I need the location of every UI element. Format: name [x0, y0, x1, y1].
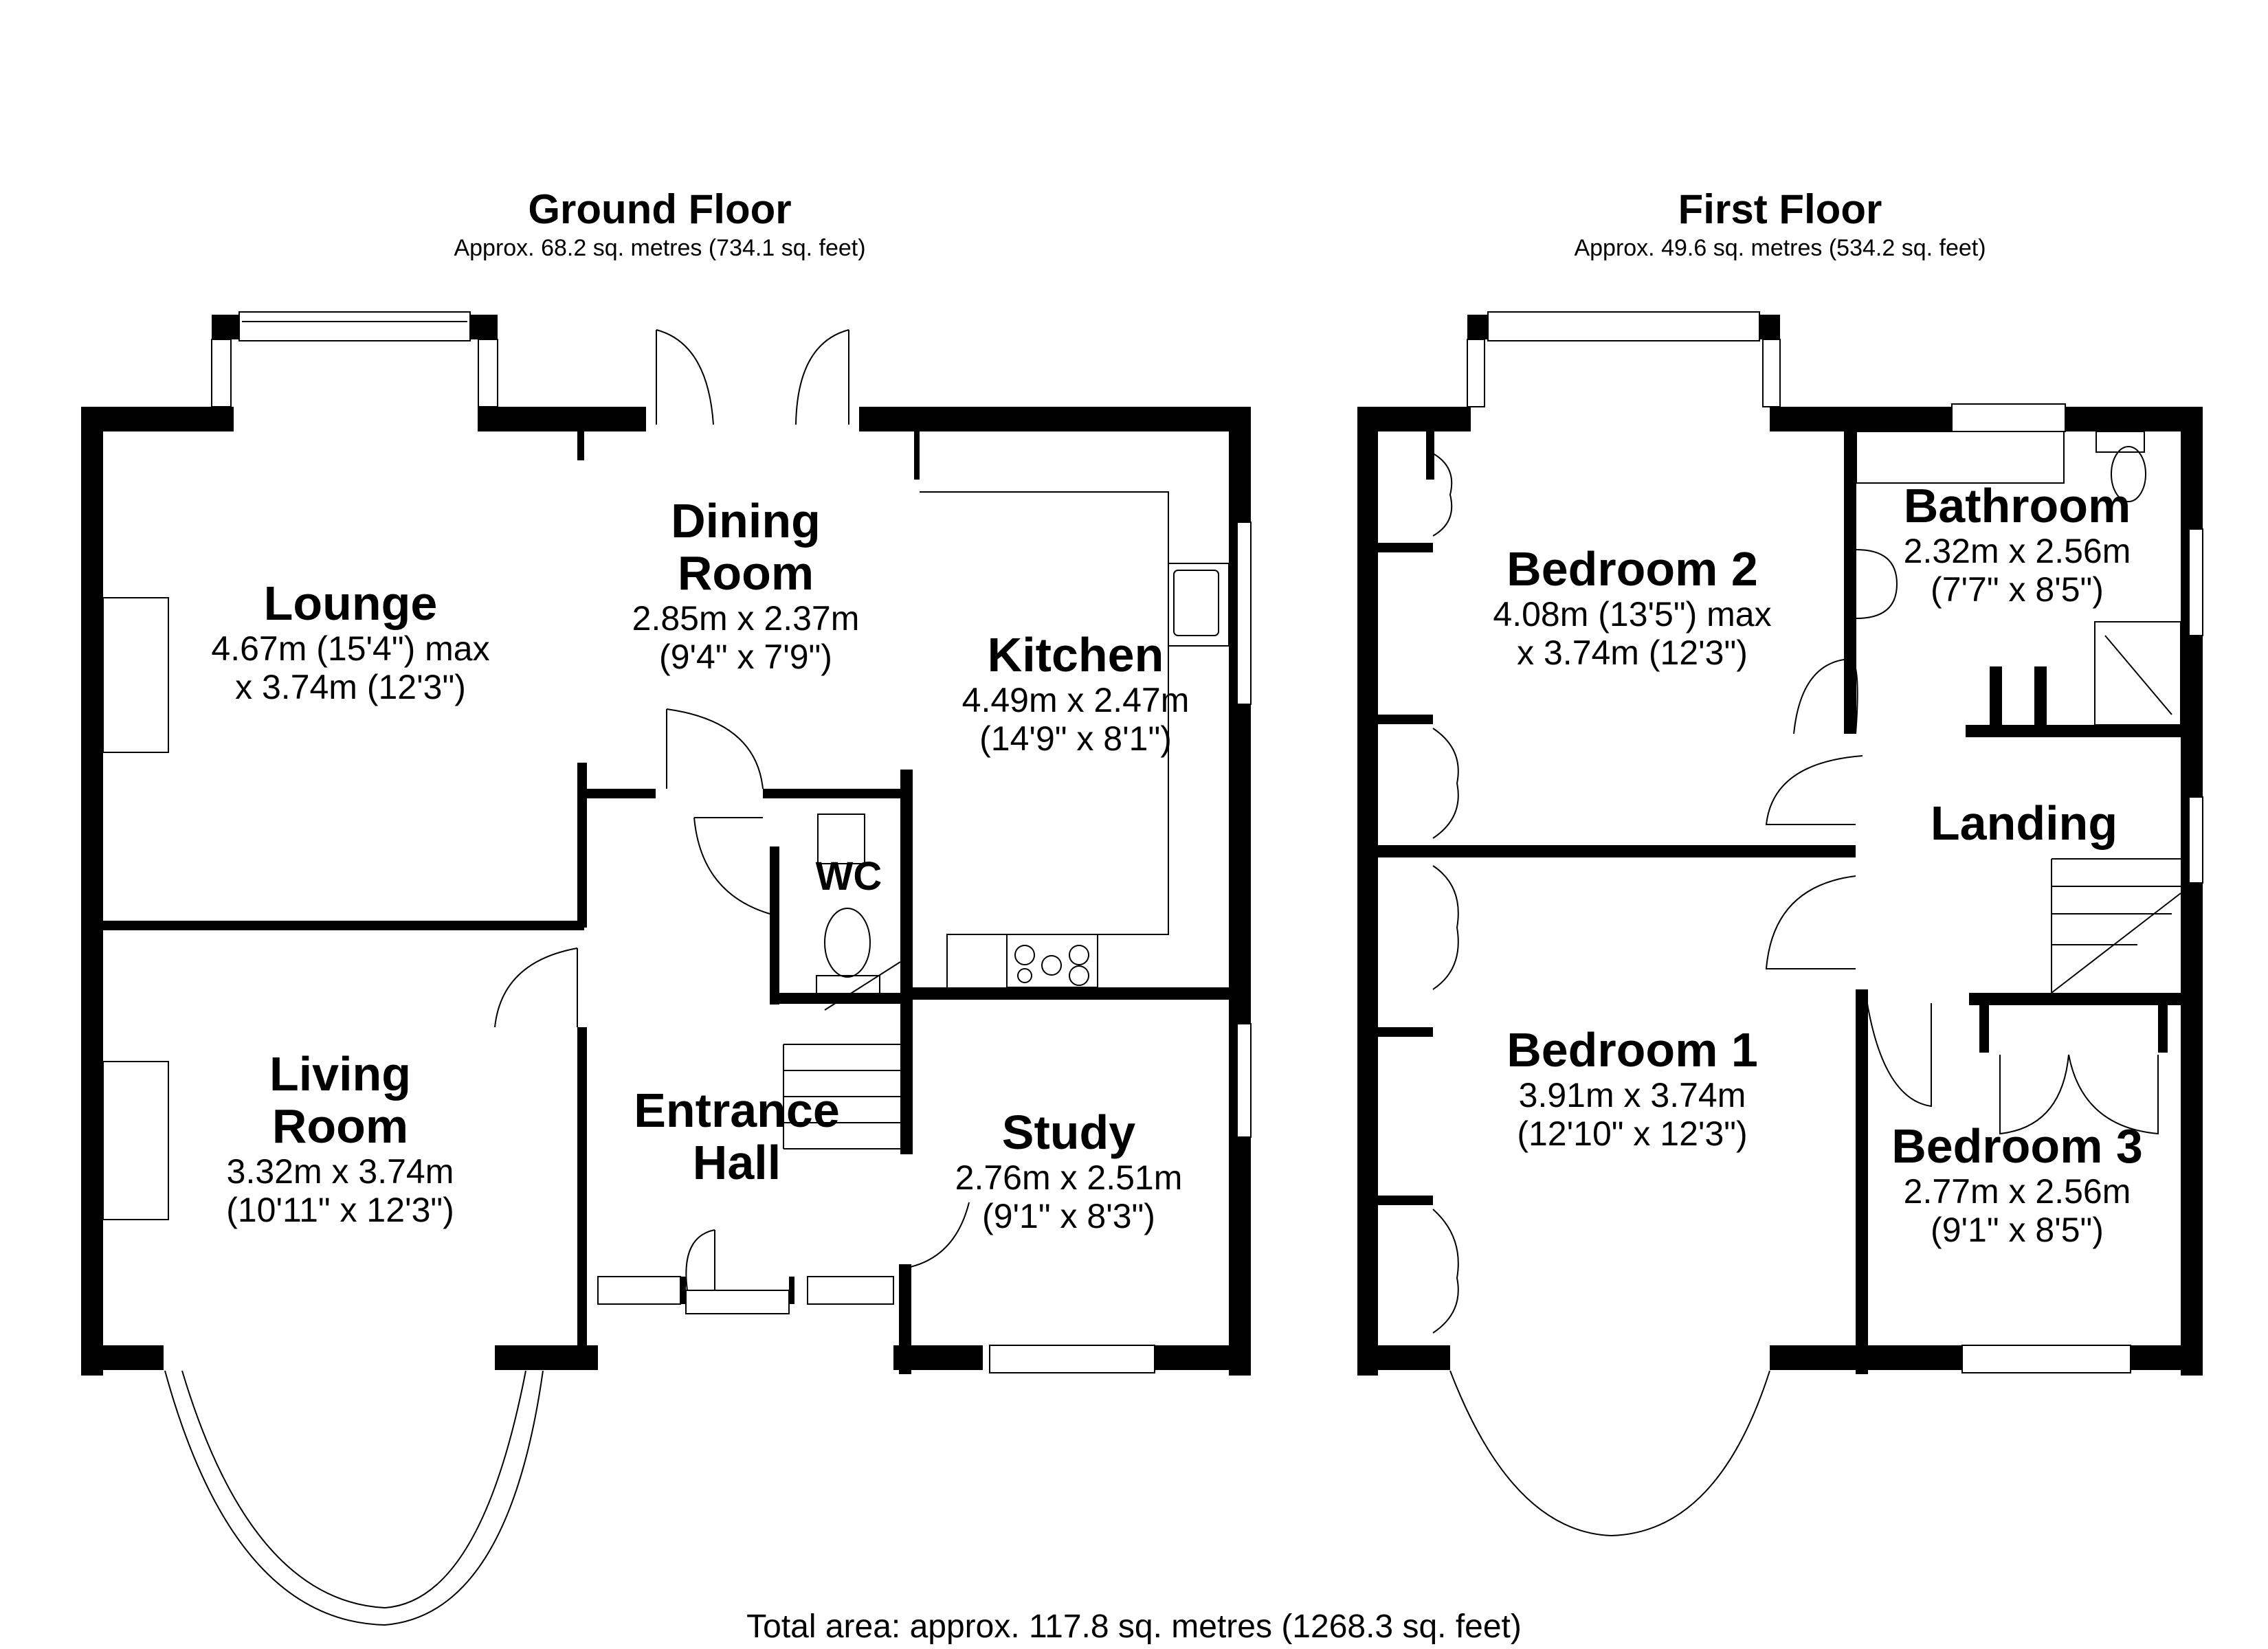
room-dimension: 4.67m (15'4") max [211, 629, 490, 668]
room-wc: WC [816, 851, 882, 903]
room-dimension: 2.76m x 2.51m [955, 1158, 1183, 1197]
first-floor-windows [1467, 311, 2203, 1373]
room-name: Bedroom 2 [1507, 542, 1758, 596]
room-bedroom-1: Bedroom 1 3.91m x 3.74m (12'10" x 12'3") [1507, 1024, 1758, 1153]
ground-floor-windows [211, 311, 1252, 1373]
room-name: Lounge [263, 576, 438, 630]
ground-floor-area: Approx. 68.2 sq. metres (734.1 sq. feet) [454, 235, 866, 261]
ground-floor-walls [81, 315, 1251, 1376]
room-bedroom-3: Bedroom 3 2.77m x 2.56m (9'1" x 8'5") [1891, 1120, 2143, 1249]
room-bedroom-2: Bedroom 2 4.08m (13'5") max x 3.74m (12'… [1493, 543, 1771, 672]
room-dining: Dining Room 2.85m x 2.37m (9'4" x 7'9") [632, 495, 860, 676]
room-name: Hall [692, 1136, 781, 1189]
room-name: Dining [671, 494, 821, 548]
room-bathroom: Bathroom 2.32m x 2.56m (7'7" x 8'5") [1904, 480, 2131, 609]
room-entrance-hall: Entrance Hall [634, 1084, 840, 1189]
room-name: Bedroom 3 [1891, 1119, 2143, 1173]
first-floor-title: First Floor [1678, 186, 1882, 232]
ground-stairs [783, 961, 901, 1149]
room-dimension: (12'10" x 12'3") [1517, 1114, 1748, 1153]
ground-floor-title: Ground Floor [528, 186, 792, 232]
first-floor-area: Approx. 49.6 sq. metres (534.2 sq. feet) [1574, 235, 1986, 261]
room-dimension: (9'1" x 8'5") [1931, 1211, 2104, 1249]
room-dimension: (7'7" x 8'5") [1931, 570, 2104, 609]
room-dimension: 2.32m x 2.56m [1903, 532, 2131, 570]
room-study: Study 2.76m x 2.51m (9'1" x 8'3") [955, 1106, 1183, 1235]
room-name: WC [815, 854, 882, 899]
room-name: Landing [1930, 796, 2118, 850]
room-lounge: Lounge 4.67m (15'4") max x 3.74m (12'3") [211, 577, 489, 706]
room-dimension: 4.08m (13'5") max [1493, 595, 1772, 633]
room-dimension: 3.32m x 3.74m [226, 1152, 454, 1191]
room-name: Study [1001, 1106, 1136, 1159]
room-name: Bedroom 1 [1507, 1023, 1758, 1077]
room-kitchen: Kitchen 4.49m x 2.47m (14'9" x 8'1") [962, 629, 1190, 758]
room-name: Bathroom [1903, 479, 2131, 532]
ground-floor-heading: Ground Floor Approx. 68.2 sq. metres (73… [385, 186, 935, 262]
room-landing: Landing [1931, 797, 2117, 849]
room-dimension: (9'4" x 7'9") [659, 638, 832, 676]
room-dimension: (9'1" x 8'3") [982, 1197, 1155, 1235]
room-name: Room [677, 546, 814, 600]
room-dimension: 2.85m x 2.37m [632, 599, 860, 638]
room-living: Living Room 3.32m x 3.74m (10'11" x 12'3… [226, 1048, 454, 1229]
room-dimension: (10'11" x 12'3") [226, 1191, 454, 1229]
first-floor-stairs [2051, 858, 2181, 994]
first-floor-fixtures [1432, 431, 2181, 1537]
room-name: Living [269, 1047, 412, 1101]
first-floor-heading: First Floor Approx. 49.6 sq. metres (534… [1505, 186, 2055, 262]
room-dimension: 2.77m x 2.56m [1903, 1172, 2131, 1211]
total-area: Total area: approx. 117.8 sq. metres (12… [746, 1608, 1522, 1645]
room-name: Entrance [634, 1084, 840, 1137]
room-name: Kitchen [987, 628, 1164, 682]
room-name: Room [271, 1099, 409, 1153]
room-dimension: x 3.74m (12'3") [235, 668, 466, 706]
room-dimension: 3.91m x 3.74m [1518, 1076, 1746, 1114]
ground-floor-fixtures [102, 329, 1230, 1626]
room-dimension: 4.49m x 2.47m [961, 681, 1190, 719]
room-dimension: x 3.74m (12'3") [1517, 633, 1748, 672]
room-dimension: (14'9" x 8'1") [979, 719, 1172, 758]
